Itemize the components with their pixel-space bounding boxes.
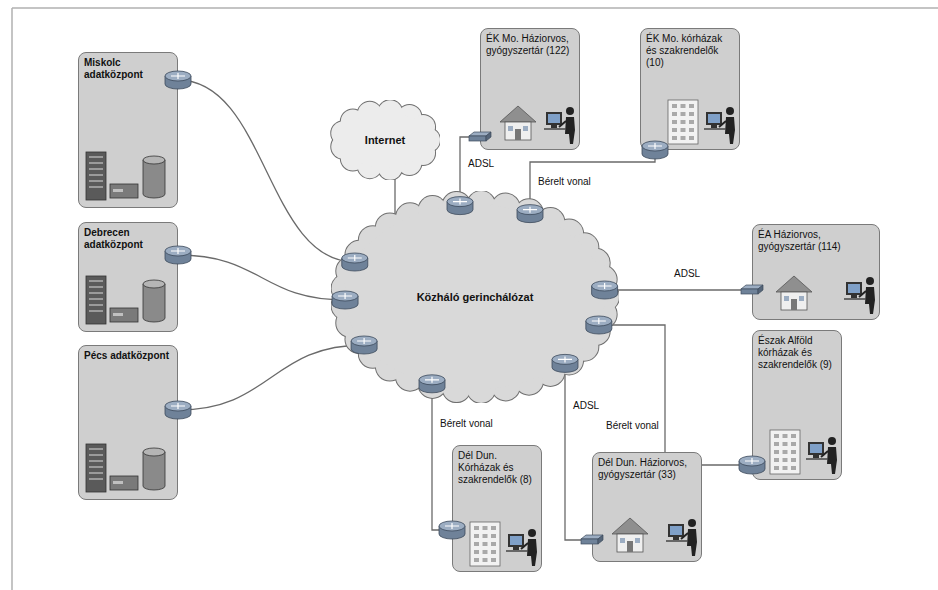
link-label: ADSL <box>672 268 702 280</box>
node-label: ÉK Mo. kórházak és szakrendelők (10) <box>646 33 734 69</box>
node-label: Debrecen adatközpont <box>84 227 172 251</box>
datacenter-box: Miskolc adatközpont <box>78 52 178 208</box>
site-box: Dél Dun. Háziorvos, gyógyszertár (33) <box>592 452 702 562</box>
hospital-icon <box>770 430 800 474</box>
link-label: Bérelt vonal <box>438 418 495 430</box>
router-icon <box>447 197 473 215</box>
connector <box>432 384 452 530</box>
router-icon <box>739 456 765 474</box>
router-icon <box>165 246 191 264</box>
modem-icon <box>469 132 491 141</box>
user-at-pc-icon <box>666 519 697 556</box>
cloud-body <box>342 112 428 168</box>
link-label: ADSL <box>571 400 601 412</box>
link-label: Bérelt vonal <box>536 176 593 188</box>
router-icon <box>332 291 358 309</box>
node-label: Közháló gerinchálózat <box>417 291 534 303</box>
server-icon <box>86 152 165 200</box>
site-box: ÉA Háziorvos, gyógyszertár (114) <box>752 224 880 320</box>
connector <box>599 325 752 465</box>
node-label: Internet <box>365 134 405 146</box>
router-icon <box>165 401 191 419</box>
server-icon <box>86 444 165 492</box>
connector <box>178 345 364 410</box>
connector <box>530 150 655 214</box>
router-icon <box>351 336 377 354</box>
connector <box>605 289 752 290</box>
node-label: ÉA Háziorvos, gyógyszertár (114) <box>758 229 874 253</box>
user-at-pc-icon <box>844 277 875 314</box>
house-icon <box>500 106 536 140</box>
house-icon <box>612 518 648 552</box>
router-icon <box>419 375 445 393</box>
connector <box>178 80 355 262</box>
site-box: Észak Alföld kórházak és szakrendelők (9… <box>752 330 842 480</box>
router-icon <box>552 354 578 372</box>
node-label: ÉK Mo. Háziorvos, gyógyszertár (122) <box>486 33 574 57</box>
node-label: Dél Dun. Háziorvos, gyógyszertár (33) <box>598 457 696 481</box>
node-label: Pécs adatközpont <box>84 350 172 362</box>
user-at-pc-icon <box>544 107 575 144</box>
user-at-pc-icon <box>806 437 837 474</box>
hospital-icon <box>668 100 698 144</box>
frame-line <box>12 7 938 9</box>
frame-line <box>11 8 13 590</box>
connector <box>178 255 345 300</box>
link-label: ADSL <box>466 158 496 170</box>
cloud-body <box>345 205 605 389</box>
site-box: ÉK Mo. Háziorvos, gyógyszertár (122) <box>480 28 580 150</box>
router-icon <box>342 253 368 271</box>
server-icon <box>86 276 165 324</box>
house-icon <box>776 276 812 310</box>
modem-icon <box>741 285 763 294</box>
datacenter-box: Debrecen adatközpont <box>78 222 178 332</box>
site-box: Dél Dun. Kórházak és szakrendelők (8) <box>452 445 542 572</box>
datacenter-box: Pécs adatközpont <box>78 345 178 500</box>
link-label: Bérelt vonal <box>604 420 661 432</box>
node-label: Észak Alföld kórházak és szakrendelők (9… <box>758 335 836 371</box>
site-box: ÉK Mo. kórházak és szakrendelők (10) <box>640 28 740 150</box>
connector <box>565 363 592 540</box>
router-icon <box>439 521 465 539</box>
hospital-icon <box>470 522 500 566</box>
router-icon <box>517 205 543 223</box>
router-icon <box>586 316 612 334</box>
router-icon <box>165 71 191 89</box>
network-cloud: Internet <box>330 100 440 180</box>
network-cloud: Közháló gerinchálózat <box>331 191 619 403</box>
router-icon <box>592 281 618 299</box>
user-at-pc-icon <box>704 107 735 144</box>
node-label: Dél Dun. Kórházak és szakrendelők (8) <box>458 450 536 486</box>
user-at-pc-icon <box>506 529 537 566</box>
node-label: Miskolc adatközpont <box>84 57 172 81</box>
modem-icon <box>581 535 603 544</box>
router-icon <box>642 141 668 159</box>
